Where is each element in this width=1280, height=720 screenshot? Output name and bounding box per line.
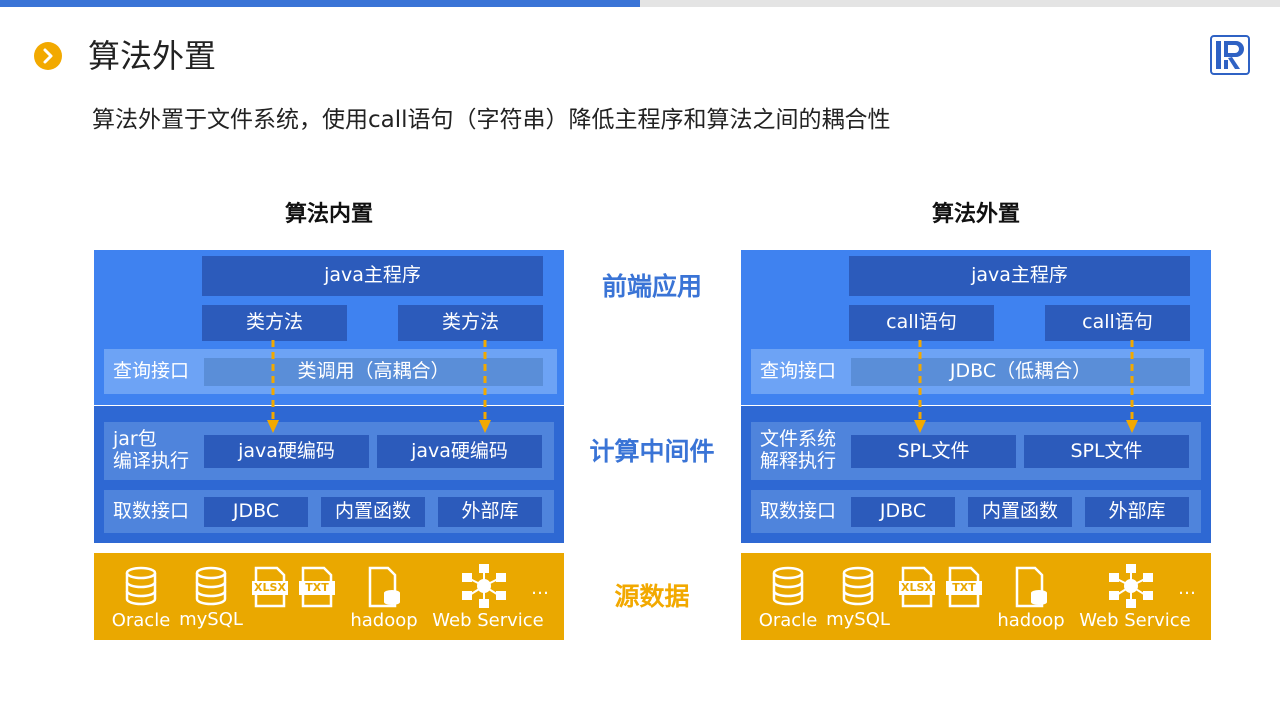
top-bar-gray	[640, 0, 1280, 7]
source-more-label: …	[1178, 578, 1196, 599]
left-exec-item-1: java硬编码	[204, 435, 369, 468]
left-arrow-1	[267, 340, 279, 433]
left-method-1: 类方法	[202, 305, 347, 341]
left-fetch-jdbc: JDBC	[204, 497, 308, 527]
database-icon	[842, 566, 874, 606]
xlsx-icon-text: XLSX	[254, 581, 286, 594]
right-method-2: call语句	[1045, 305, 1190, 341]
top-bar-blue	[0, 0, 640, 7]
database-icon	[772, 566, 804, 606]
layer-label-middle: 计算中间件	[589, 437, 715, 466]
right-exec-item-1: SPL文件	[851, 435, 1016, 468]
right-main-program: java主程序	[849, 256, 1190, 296]
source-mysql-label: mySQL	[179, 609, 243, 630]
source-mysql-label: mySQL	[826, 609, 890, 630]
hadoop-file-icon	[1015, 566, 1047, 608]
database-icon	[125, 566, 157, 606]
left-fetch-label: 取数接口	[113, 499, 190, 522]
right-arrow-1	[914, 340, 926, 433]
left-panel-title: 算法内置	[284, 202, 373, 227]
right-exec-label-line2: 解释执行	[760, 450, 837, 472]
txt-icon-text: TXT	[305, 581, 329, 594]
source-web-service-label: Web Service	[1079, 610, 1191, 631]
txt-icon-text: TXT	[952, 581, 976, 594]
source-hadoop-label: hadoop	[997, 610, 1065, 631]
left-query-value: 类调用（高耦合）	[204, 358, 543, 386]
left-method-2: 类方法	[398, 305, 543, 341]
right-arrow-2	[1126, 340, 1138, 433]
right-panel-title: 算法外置	[931, 202, 1020, 227]
left-exec-label-line1: jar包	[113, 428, 157, 451]
right-query-label: 查询接口	[760, 359, 837, 382]
chevron-right-icon	[34, 42, 62, 70]
xlsx-file-icon: XLSX	[898, 566, 936, 608]
right-fetch-builtin: 内置函数	[968, 497, 1072, 527]
source-oracle-label: Oracle	[111, 610, 171, 631]
left-exec-label: jar包 编译执行	[113, 424, 189, 478]
source-oracle-label: Oracle	[758, 610, 818, 631]
network-icon	[1109, 564, 1153, 608]
r-logo-icon	[1210, 35, 1250, 75]
txt-file-icon: TXT	[298, 566, 336, 608]
page-subtitle: 算法外置于文件系统，使用call语句（字符串）降低主程序和算法之间的耦合性	[92, 107, 891, 133]
right-fetch-label: 取数接口	[760, 499, 837, 522]
left-exec-label-line2: 编译执行	[113, 450, 190, 472]
source-hadoop-label: hadoop	[350, 610, 418, 631]
page-title: 算法外置	[88, 37, 217, 75]
network-icon	[462, 564, 506, 608]
right-exec-label-line1: 文件系统	[760, 428, 837, 451]
right-method-1: call语句	[849, 305, 994, 341]
layer-label-source: 源数据	[614, 582, 690, 611]
source-web-service-label: Web Service	[432, 610, 544, 631]
left-arrow-2	[479, 340, 491, 433]
left-main-program: java主程序	[202, 256, 543, 296]
layer-label-front: 前端应用	[601, 272, 702, 301]
right-query-value: JDBC（低耦合）	[851, 358, 1190, 386]
right-fetch-jdbc: JDBC	[851, 497, 955, 527]
hadoop-file-icon	[368, 566, 400, 608]
right-fetch-external: 外部库	[1085, 497, 1189, 527]
xlsx-file-icon: XLSX	[251, 566, 289, 608]
right-exec-item-2: SPL文件	[1024, 435, 1189, 468]
left-query-label: 查询接口	[113, 359, 190, 382]
txt-file-icon: TXT	[945, 566, 983, 608]
left-exec-item-2: java硬编码	[377, 435, 542, 468]
right-exec-label: 文件系统 解释执行	[760, 424, 836, 478]
xlsx-icon-text: XLSX	[901, 581, 933, 594]
source-more-label: …	[531, 578, 549, 599]
left-fetch-builtin: 内置函数	[321, 497, 425, 527]
left-fetch-external: 外部库	[438, 497, 542, 527]
database-icon	[195, 566, 227, 606]
